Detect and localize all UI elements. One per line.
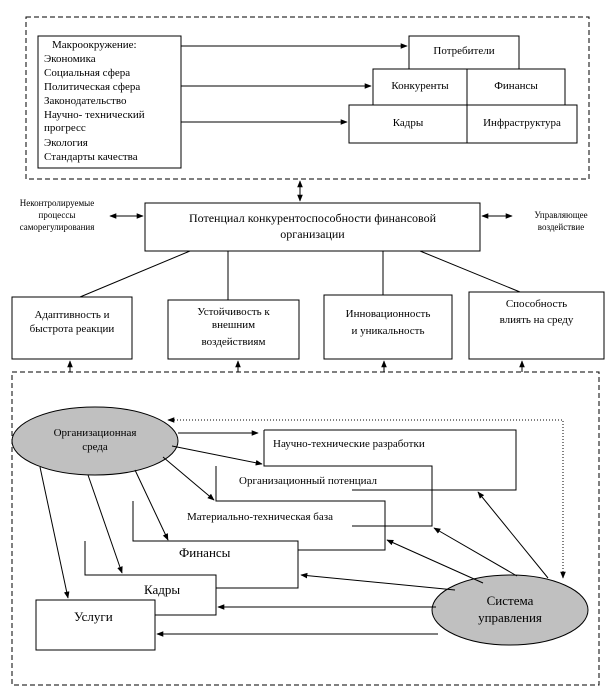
uncontrolled-label-2: процессы [38, 210, 76, 220]
property-box-3 [323, 294, 453, 360]
macro-item: Экономика [44, 53, 96, 65]
finance-inner-label: Финансы [179, 545, 231, 560]
property-3-line-2: и уникальность [351, 325, 425, 337]
macro-environment-frame [25, 16, 590, 180]
property-box-1 [11, 296, 133, 360]
personnel-env-label: Кадры [392, 117, 424, 129]
macro-item: Политическая сфера [44, 81, 141, 93]
macro-item: прогресс [44, 122, 86, 134]
arrow-ms-potential [433, 527, 518, 577]
property-4-line-1: Способность [505, 298, 568, 310]
personnel-inner-label: Кадры [144, 582, 181, 597]
org-potential-label: Организационный потенциал [239, 475, 377, 487]
macro-title: Макроокружение: [52, 39, 137, 51]
arrow-oe-material [162, 456, 215, 501]
connector-p4 [419, 250, 521, 293]
finance-env-box [466, 68, 566, 106]
finance-env-label: Финансы [494, 80, 538, 92]
property-2-line-2: внешним [211, 319, 256, 331]
uncontrolled-label-1: Неконтролируемые [19, 198, 95, 208]
org-environment-line-2: среда [82, 441, 108, 453]
macro-item: Научно- технический [44, 109, 145, 121]
property-2-line-1: Устойчивость к [197, 306, 270, 318]
property-1-line-2: быстрота реакции [29, 323, 115, 335]
property-2-line-3: воздействиям [201, 336, 266, 348]
central-line-1: Потенциал конкурентоспособности финансов… [188, 211, 437, 225]
uncontrolled-label-3: саморегулирования [19, 222, 95, 232]
property-box-2 [167, 299, 300, 360]
infrastructure-box [466, 104, 578, 144]
competitors-label: Конкуренты [391, 80, 449, 92]
property-box-4 [468, 291, 605, 360]
management-line-1: Система [486, 593, 534, 608]
inner-frame [11, 371, 600, 686]
services-label: Услуги [74, 609, 113, 624]
management-line-2: управления [478, 610, 542, 625]
consumers-box [408, 35, 520, 70]
arrow-oe-finance [134, 469, 169, 541]
macro-item: Стандарты качества [44, 151, 138, 163]
infrastructure-label: Инфраструктура [483, 117, 561, 129]
central-line-2: организации [280, 227, 345, 241]
macro-item: Законодательство [44, 95, 127, 107]
control-label-1: Управляющее [534, 210, 588, 220]
macro-item: Экология [44, 137, 88, 149]
macro-item: Социальная сфера [44, 67, 131, 79]
arrow-ms-material [386, 539, 484, 584]
material-label: Материально-техническая база [187, 511, 333, 523]
macro-box [37, 35, 182, 169]
central-box [144, 202, 481, 252]
org-environment-line-1: Организационная [53, 427, 137, 439]
consumers-label: Потребители [433, 45, 495, 57]
services-box [35, 599, 156, 651]
property-4-line-2: влиять на среду [499, 314, 574, 326]
rd-label: Научно-технические разработки [273, 438, 425, 450]
property-1-line-1: Адаптивность и [34, 309, 110, 321]
arrow-oe-potential [171, 445, 263, 466]
control-label-2: воздействие [537, 222, 585, 232]
arrow-oe-services [39, 466, 70, 599]
connector-p1 [79, 250, 191, 298]
arrow-ms-finance [300, 572, 456, 591]
arrow-ms-rd [477, 491, 549, 579]
arrow-oe-personnel [87, 474, 123, 574]
property-3-line-1: Инновационность [345, 308, 431, 320]
